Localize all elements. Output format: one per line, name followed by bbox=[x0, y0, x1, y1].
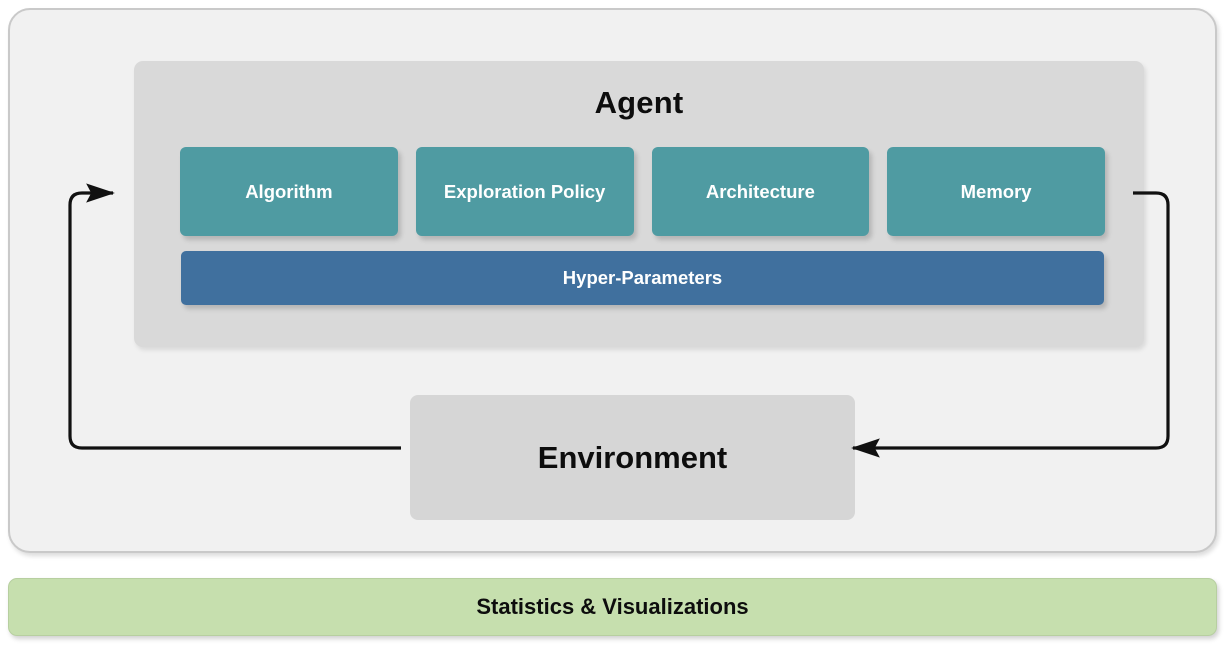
agent-component-exploration-policy[interactable]: Exploration Policy bbox=[415, 147, 634, 236]
reinforcement-learning-loop-frame: Agent Algorithm Exploration Policy Archi… bbox=[8, 8, 1217, 553]
hyper-parameters-bar[interactable]: Hyper-Parameters bbox=[181, 251, 1104, 305]
agent-panel: Agent Algorithm Exploration Policy Archi… bbox=[134, 61, 1144, 347]
statistics-and-visualizations-bar[interactable]: Statistics & Visualizations bbox=[8, 578, 1217, 636]
agent-component-algorithm[interactable]: Algorithm bbox=[180, 147, 398, 236]
environment-box[interactable]: Environment bbox=[410, 395, 855, 520]
agent-component-row: Algorithm Exploration Policy Architectur… bbox=[180, 147, 1105, 236]
agent-component-memory[interactable]: Memory bbox=[887, 147, 1105, 236]
agent-title: Agent bbox=[594, 85, 684, 120]
agent-component-architecture[interactable]: Architecture bbox=[651, 147, 870, 236]
